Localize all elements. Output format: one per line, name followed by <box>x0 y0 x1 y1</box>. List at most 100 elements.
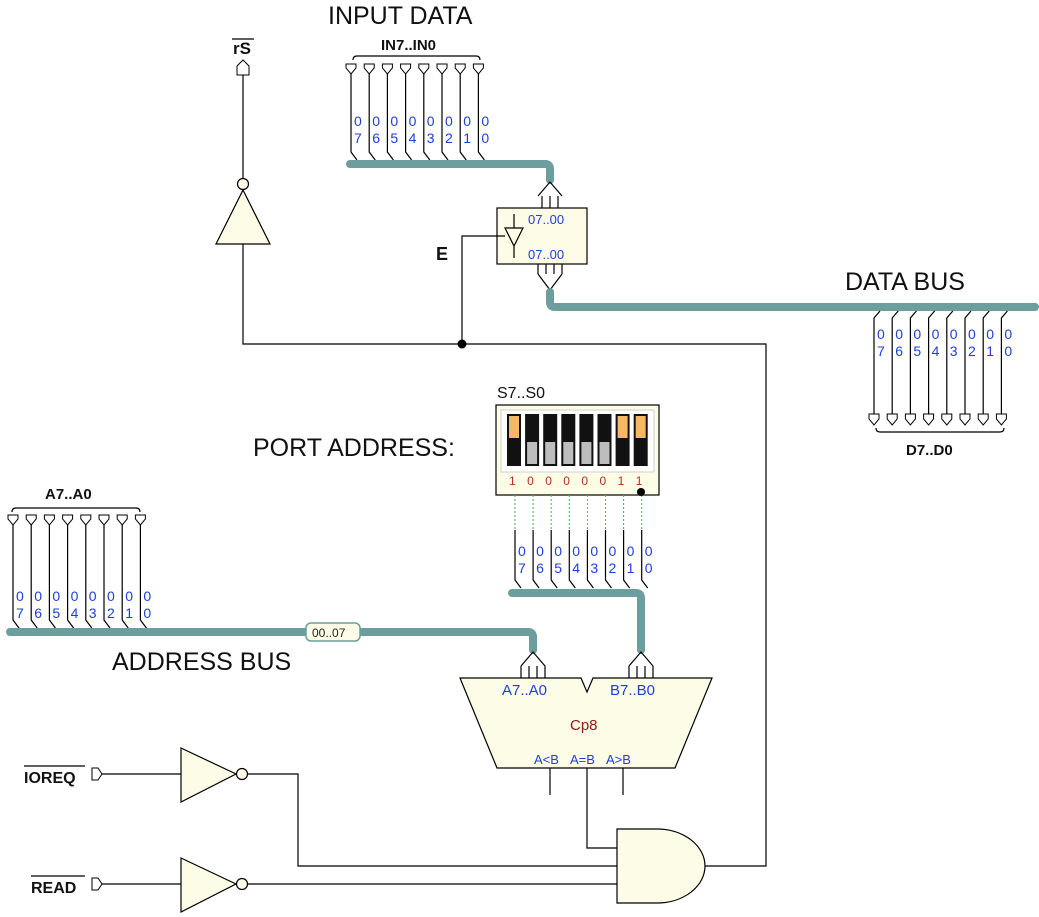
bit-tag: 0 <box>1004 326 1012 342</box>
tristate-buffer-block: 07..00 07..00 <box>461 181 588 344</box>
bit-tag: 0 <box>572 543 580 559</box>
input-pins-label: IN7..IN0 <box>381 37 436 54</box>
pin-connector-icon <box>134 514 146 526</box>
dip-bit-value: 0 <box>563 474 570 488</box>
bit-tag: 1 <box>986 343 994 359</box>
data-bit-wire <box>873 310 881 414</box>
buffer-output-fanout <box>537 264 563 291</box>
data-bit-wire <box>891 310 899 414</box>
bit-tag: 0 <box>968 326 976 342</box>
data-bit-wire <box>928 310 936 414</box>
ioreq-inverter-icon <box>180 747 238 803</box>
comparator-a-fanout <box>520 651 546 678</box>
bit-tag: 0 <box>986 326 994 342</box>
pin-connector-icon <box>345 63 357 75</box>
pin-connector-icon <box>363 63 375 75</box>
bus-tag-text: 00..07 <box>312 626 346 640</box>
bit-tag: 0 <box>481 130 489 146</box>
bit-tag: 6 <box>34 605 42 621</box>
enable-wire <box>461 235 505 344</box>
and-gate-icon <box>616 828 706 904</box>
rs-output-pin <box>236 59 250 76</box>
dip-switch-window <box>500 409 655 473</box>
pin-connector-icon <box>472 63 484 75</box>
address-bit-wire <box>121 525 129 629</box>
bit-tag: 6 <box>536 560 544 576</box>
bit-tag: 0 <box>932 326 940 342</box>
pin-connector-icon <box>436 63 448 75</box>
bit-tag: 0 <box>125 588 133 604</box>
bit-tag: 0 <box>645 543 653 559</box>
pin-connector-icon <box>80 514 92 526</box>
bit-tag: 4 <box>71 605 79 621</box>
input-bit-wire <box>477 74 485 161</box>
pin-connector-icon <box>454 63 466 75</box>
data-bit-wire <box>982 310 990 414</box>
bit-tag: 1 <box>463 130 471 146</box>
bit-tag: 5 <box>554 560 562 576</box>
bit-tag: 0 <box>390 113 398 129</box>
input-data-title: INPUT DATA <box>328 2 473 30</box>
dip-bit-wire <box>604 530 612 589</box>
dip-switch-group <box>507 414 648 466</box>
pin-connector-icon <box>418 63 430 75</box>
dip-bit-wire <box>532 530 540 589</box>
bit-tag: 7 <box>354 130 362 146</box>
select-net <box>242 244 767 867</box>
data-bit-wire <box>946 310 954 414</box>
dip-bit-wire <box>641 530 649 589</box>
dip-bit-wire <box>623 530 631 589</box>
pin-connector-icon <box>25 514 37 526</box>
comparator-block: A7..A0 B7..B0 Cp8 A<B A=B A>B <box>459 651 713 849</box>
bit-tag: 1 <box>627 560 635 576</box>
bus-tag <box>305 622 361 642</box>
bit-tag: 5 <box>52 605 60 621</box>
bit-tag: 0 <box>1004 343 1012 359</box>
data-bus <box>546 288 1039 311</box>
comparator-b-fanout <box>628 651 654 678</box>
pin-connector-icon <box>923 413 935 426</box>
comparator-in-b: B7..B0 <box>610 682 655 699</box>
bit-tag: 7 <box>518 560 526 576</box>
bit-tag: 0 <box>143 588 151 604</box>
dip-switch-knob <box>563 442 574 464</box>
rs-label: rS <box>233 39 251 58</box>
comparator-name: Cp8 <box>570 717 598 734</box>
bit-tag: 0 <box>609 543 617 559</box>
read-input-pin <box>91 877 103 891</box>
address-bit-wire <box>67 525 75 629</box>
bit-tag: 4 <box>409 130 417 146</box>
dip-switch-knob <box>545 442 556 464</box>
bit-tag: 4 <box>932 343 940 359</box>
bit-tag: 2 <box>968 343 976 359</box>
bit-tag: 0 <box>143 605 151 621</box>
data-pins-bracket <box>875 427 1005 433</box>
pin-connector-icon <box>941 413 953 426</box>
dip-bit-value: 0 <box>527 474 534 488</box>
dip-bit-value: 1 <box>636 474 643 488</box>
input-bit-wire <box>368 74 376 161</box>
bit-tag: 5 <box>913 343 921 359</box>
pin-connector-icon <box>904 413 916 426</box>
data-bit-wire <box>909 310 917 414</box>
buffer-input-fanout <box>537 181 563 208</box>
bit-tag: 0 <box>895 326 903 342</box>
pin-connector-icon <box>116 514 128 526</box>
bit-tag: 0 <box>445 113 453 129</box>
data-bit-wire <box>1000 310 1008 414</box>
input-bit-wire <box>459 74 467 161</box>
input-bit-wire <box>405 74 413 161</box>
input-bit-wire <box>441 74 449 161</box>
bit-tag: 7 <box>877 343 885 359</box>
address-bit-wire <box>48 525 56 629</box>
bit-tag: 0 <box>913 326 921 342</box>
pin-connector-icon <box>98 514 110 526</box>
pin-connector-icon <box>62 514 74 526</box>
dip-bit-value: 1 <box>509 474 516 488</box>
read-inverter-bubble <box>235 877 249 891</box>
address-bus-title: ADDRESS BUS <box>112 648 291 676</box>
pin-connector-icon <box>886 413 898 426</box>
